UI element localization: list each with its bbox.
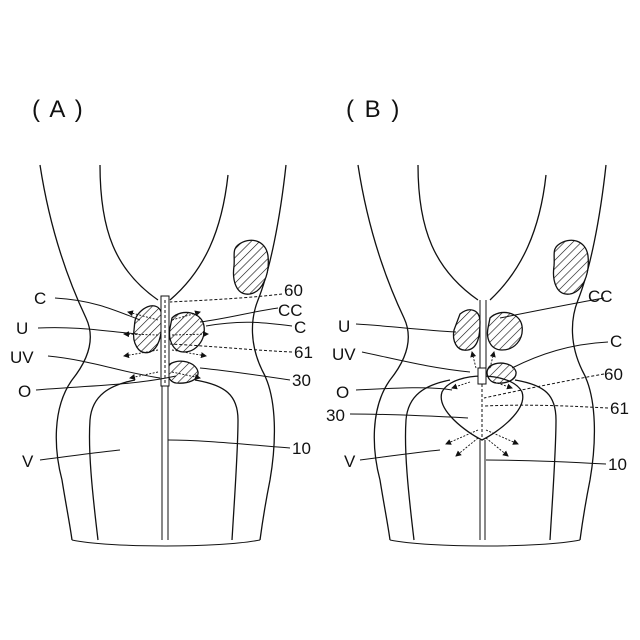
panel-b-outer-right-wall xyxy=(572,165,606,540)
panel-b-leader-uv xyxy=(362,352,470,372)
panel-a-bladder-right xyxy=(170,175,228,300)
panel-b-label-10: 10 xyxy=(608,455,627,474)
panel-a-leader-10 xyxy=(168,440,290,448)
panel-b-inner-left-wall xyxy=(405,380,450,540)
panel-a-title: ( A ) xyxy=(32,96,85,123)
panel-a-inner-right-wall xyxy=(195,380,238,540)
panel-b-arrow xyxy=(446,430,478,444)
panel-b-label-c: C xyxy=(610,332,622,351)
panel-a-label-60: 60 xyxy=(284,281,303,300)
panel-b-u-left-blob xyxy=(454,310,480,350)
panel-b-arrow xyxy=(456,438,478,456)
panel-a-label-o: O xyxy=(18,382,31,401)
panel-a-leader-60 xyxy=(170,294,282,302)
panel-a-label-v: V xyxy=(22,452,34,471)
panel-b-label-61: 61 xyxy=(610,399,629,418)
panel-a-outer-right-wall xyxy=(252,165,286,540)
panel-b-label-v: V xyxy=(344,452,356,471)
panel-b-leader-61 xyxy=(484,405,608,408)
panel-b: ( B ) xyxy=(326,96,629,546)
panel-b-arrow xyxy=(472,352,476,368)
panel-a-o-blob xyxy=(167,361,198,383)
panel-a-leader-cc xyxy=(200,308,278,322)
panel-a-leader-30 xyxy=(200,368,290,380)
panel-a-u-right-blob xyxy=(170,312,205,352)
panel-a-bottom-edge xyxy=(72,540,260,546)
panel-b-leader-v xyxy=(360,450,440,460)
panel-a-inner-left-wall xyxy=(89,380,135,540)
panel-b-label-uv: UV xyxy=(332,345,356,364)
panel-a-bladder-left xyxy=(100,165,158,300)
panel-b-bladder-left xyxy=(418,165,478,300)
panel-b-label-30: 30 xyxy=(326,406,345,425)
panel-b-label-o: O xyxy=(336,383,349,402)
panel-b-label-cc: CC xyxy=(588,287,613,306)
panel-a-label-c-right: C xyxy=(294,318,306,337)
panel-a-u-left-blob xyxy=(134,306,162,353)
panel-a-label-c: C xyxy=(34,289,46,308)
panel-a-leader-c-right xyxy=(206,322,292,326)
panel-b-u-right-blob xyxy=(488,312,523,350)
panel-b-title: ( B ) xyxy=(346,96,401,123)
panel-b-catheter-tip xyxy=(478,368,486,384)
panel-a-label-u: U xyxy=(16,319,28,338)
panel-b-arrow xyxy=(486,430,518,444)
panel-b-bottom-edge xyxy=(390,540,580,546)
panel-a: ( A ) xyxy=(10,96,313,546)
panel-b-leader-u xyxy=(356,324,456,332)
panel-b-leader-c xyxy=(512,342,608,368)
panel-a-leader-uv xyxy=(48,356,160,378)
panel-a-outer-left-wall xyxy=(40,165,90,540)
panel-a-label-uv: UV xyxy=(10,348,34,367)
panel-b-leader-10 xyxy=(486,460,606,464)
panel-b-arrow xyxy=(452,382,470,388)
panel-b-bladder-right xyxy=(490,175,546,300)
panel-b-label-60: 60 xyxy=(604,365,623,384)
panel-a-label-61: 61 xyxy=(294,343,313,362)
panel-b-arrow xyxy=(486,438,508,456)
panel-a-label-10: 10 xyxy=(292,439,311,458)
panel-b-o-blob xyxy=(487,363,516,383)
panel-a-leader-o xyxy=(36,376,176,390)
panel-b-label-u: U xyxy=(338,317,350,336)
panel-a-leader-c xyxy=(55,298,140,320)
panel-a-label-30: 30 xyxy=(292,371,311,390)
panel-a-leader-u xyxy=(38,328,138,334)
panel-b-leader-o xyxy=(356,388,452,390)
panel-a-leader-v xyxy=(40,450,120,460)
